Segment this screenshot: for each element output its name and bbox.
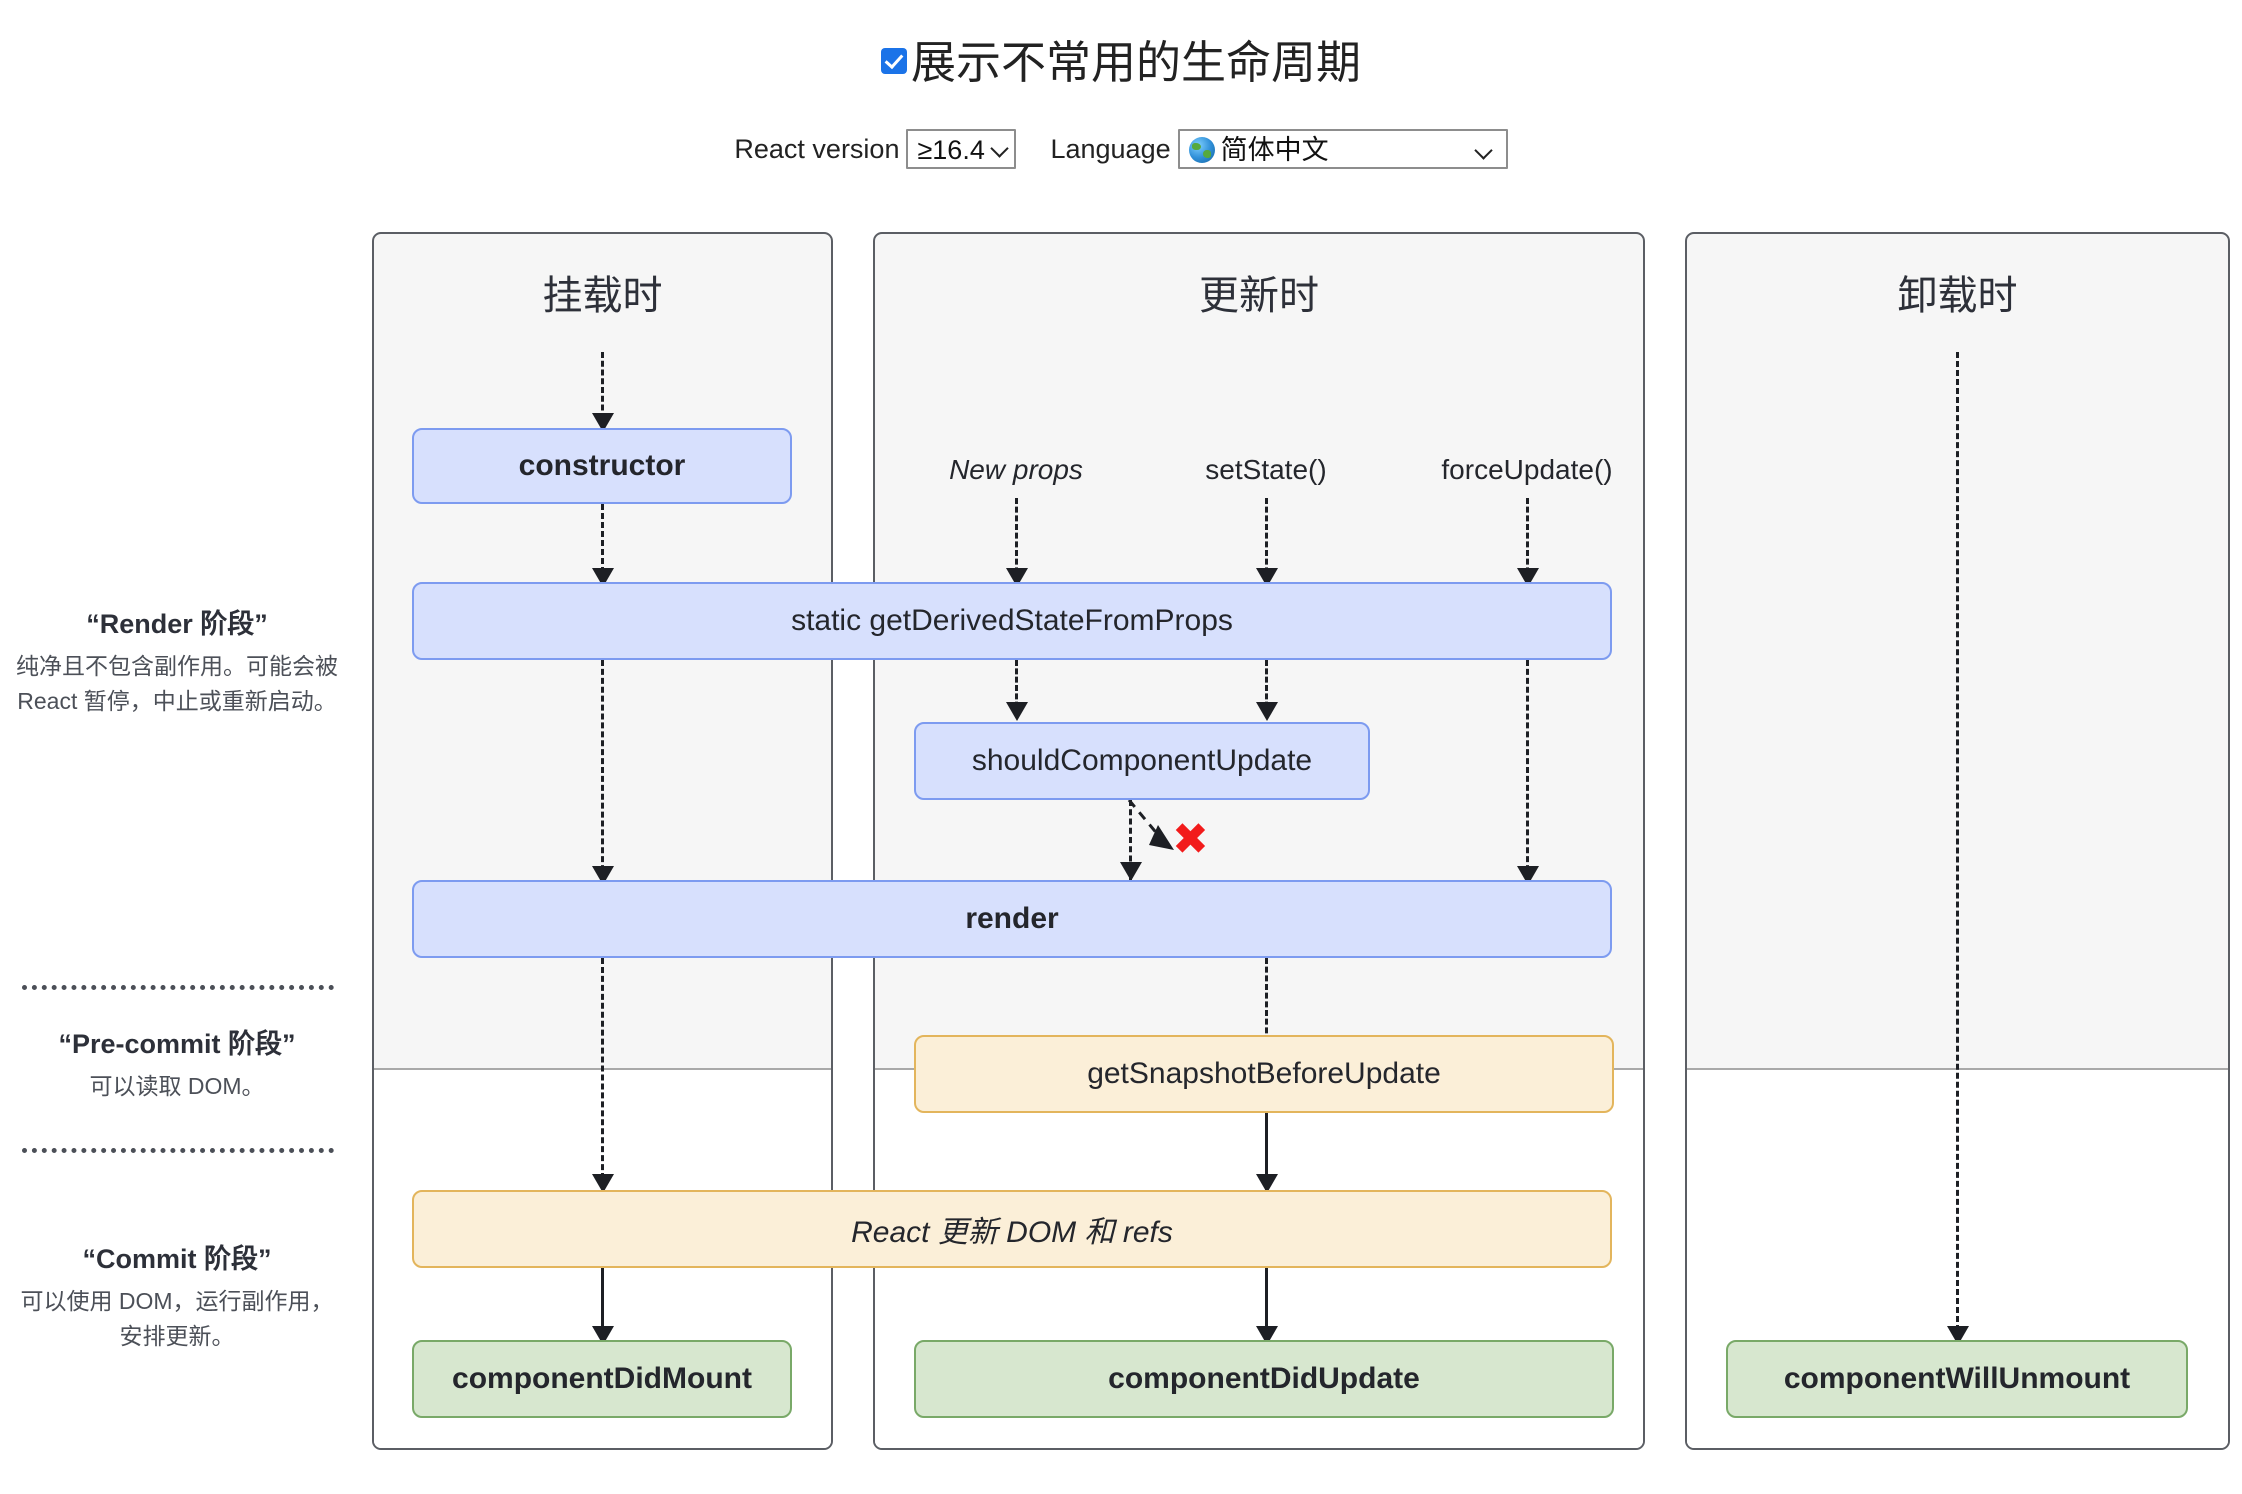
node-component-did-mount[interactable]: componentDidMount xyxy=(412,1340,792,1418)
connector-unmount-head-to-will-unmount xyxy=(1956,352,1959,1340)
connector-scu-abort xyxy=(1127,799,1174,850)
connector-force-update-to-gdsfp xyxy=(1526,498,1529,582)
show-uncommon-lifecycles-checkbox[interactable] xyxy=(880,48,907,74)
react-version-label: React version xyxy=(734,133,900,164)
language-select[interactable]: 简体中文 xyxy=(1177,128,1508,169)
phase-pre-commit-desc: 可以读取 DOM。 xyxy=(89,1073,265,1099)
globe-icon xyxy=(1188,136,1215,163)
phase-commit: “Commit 阶段” 可以使用 DOM，运行副作用，安排更新。 xyxy=(12,1240,342,1354)
header: 展示不常用的生命周期 React version ≥16.4 Language 简体中… xyxy=(0,0,2242,200)
phase-divider-bottom xyxy=(22,1148,334,1153)
phase-render: “Render 阶段” 纯净且不包含副作用。可能会被 React 暂停，中止或重… xyxy=(12,605,342,719)
node-react-updates-dom-and-refs[interactable]: React 更新 DOM 和 refs xyxy=(412,1190,1612,1268)
chevron-down-icon xyxy=(992,141,1009,158)
arrowhead-scu-left xyxy=(1006,702,1028,721)
phase-pre-commit: “Pre-commit 阶段” 可以读取 DOM。 xyxy=(12,1025,342,1104)
node-render[interactable]: render xyxy=(412,880,1612,958)
connector-gdsfp-to-scu-left xyxy=(1015,660,1018,716)
node-component-did-update[interactable]: componentDidUpdate xyxy=(914,1340,1614,1418)
trigger-set-state: setState() xyxy=(1205,454,1327,485)
column-unmount-title: 卸载时 xyxy=(1897,274,2018,318)
connector-gdsfp-to-render-mount xyxy=(601,660,604,880)
connector-force-update-to-render xyxy=(1526,660,1529,880)
react-version-value: ≥16.4 xyxy=(917,134,985,165)
connector-scu-to-render xyxy=(1129,800,1132,880)
arrowhead-mount-constructor xyxy=(592,413,614,432)
column-update-title: 更新时 xyxy=(1199,274,1319,318)
phase-commit-title: “Commit 阶段” xyxy=(82,1244,272,1274)
connector-react-updates-to-did-mount xyxy=(601,1268,604,1340)
connector-snapshot-to-react-updates xyxy=(1265,1113,1268,1191)
controls-row: React version ≥16.4 Language 简体中文 xyxy=(0,125,2242,171)
connector-render-to-snapshot xyxy=(1265,958,1268,1068)
abort-marker: ✖ xyxy=(1172,815,1209,864)
node-get-snapshot-before-update[interactable]: getSnapshotBeforeUpdate xyxy=(914,1035,1614,1113)
connector-react-updates-to-did-update xyxy=(1265,1268,1268,1340)
connector-gdsfp-to-scu-right xyxy=(1265,660,1268,716)
connector-render-to-react-updates-mount xyxy=(601,958,604,1188)
connector-new-props-to-gdsfp xyxy=(1015,498,1018,582)
trigger-force-update: forceUpdate() xyxy=(1441,454,1613,485)
connector-mount-head-to-constructor xyxy=(601,352,604,428)
page-title: 展示不常用的生命周期 xyxy=(910,37,1361,88)
node-should-component-update[interactable]: shouldComponentUpdate xyxy=(914,722,1370,800)
chevron-down-icon xyxy=(1476,143,1493,160)
connector-constructor-to-gdsfp xyxy=(601,504,604,582)
node-component-will-unmount[interactable]: componentWillUnmount xyxy=(1726,1340,2188,1418)
arrowhead-mount-react-updates xyxy=(592,1174,614,1193)
show-uncommon-lifecycles-row: 展示不常用的生命周期 xyxy=(0,35,2242,91)
react-version-select[interactable]: ≥16.4 xyxy=(906,128,1017,169)
column-mount-title: 挂载时 xyxy=(542,274,663,318)
phase-render-title: “Render 阶段” xyxy=(86,609,268,639)
phase-commit-desc: 可以使用 DOM，运行副作用，安排更新。 xyxy=(20,1288,334,1349)
language-label: Language xyxy=(1050,133,1171,164)
connector-set-state-to-gdsfp xyxy=(1265,498,1268,582)
arrowhead-update-react-updates xyxy=(1256,1174,1278,1193)
phase-pre-commit-title: “Pre-commit 阶段” xyxy=(58,1029,296,1059)
phase-render-desc: 纯净且不包含副作用。可能会被 React 暂停，中止或重新启动。 xyxy=(16,653,338,714)
arrowhead-scu-right xyxy=(1256,702,1278,721)
language-value: 简体中文 xyxy=(1220,134,1329,165)
node-constructor[interactable]: constructor xyxy=(412,428,792,504)
trigger-new-props: New props xyxy=(949,454,1083,485)
node-get-derived-state-from-props[interactable]: static getDerivedStateFromProps xyxy=(412,582,1612,660)
phase-divider-top xyxy=(22,985,334,990)
arrowhead-scu-render xyxy=(1120,862,1142,881)
